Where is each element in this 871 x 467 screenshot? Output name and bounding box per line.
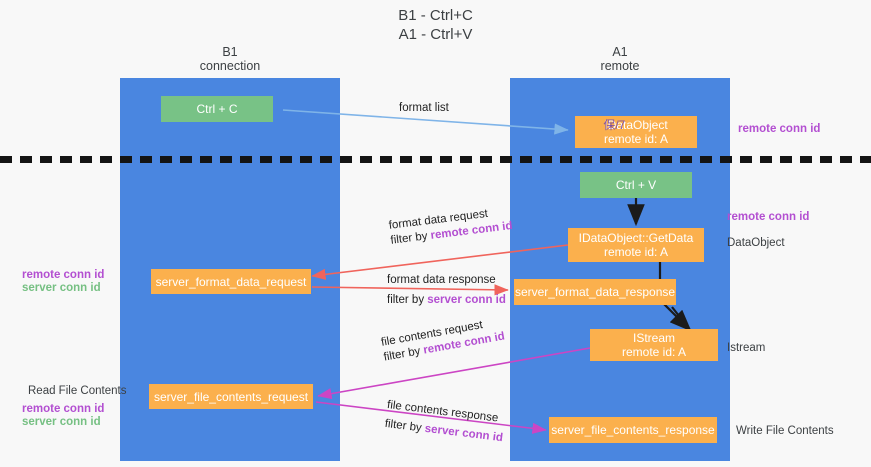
caption-format-list-line1: format list [399, 102, 449, 114]
column-header-a1: A1 remote [510, 45, 730, 73]
annotation-right-dataobject: DataObject [727, 237, 785, 249]
annotation-right-write-file-contents: Write File Contents [736, 425, 834, 437]
column-header-b1-line2: connection [199, 59, 261, 73]
box-server-format-data-response[interactable]: server_format_data_response [514, 279, 676, 305]
box-server-format-data-request[interactable]: server_format_data_request [151, 269, 311, 294]
arrow-file-contents-response [315, 401, 547, 434]
annotation-left-server-conn-id-2: server conn id [22, 416, 101, 428]
column-header-a1-line2: remote [600, 59, 640, 73]
box-server-format-data-request-label: server_format_data_request [155, 274, 307, 289]
box-istream-sub: remote id: A [621, 345, 687, 359]
box-idataobject-create[interactable]: IDataObject 保/7 remote id: A [575, 116, 697, 148]
box-server-file-contents-request-label: server_file_contents_request [153, 389, 309, 404]
phase-divider [0, 156, 871, 163]
arrow-format-data-response [311, 284, 509, 296]
annotation-left-remote-conn-id-1: remote conn id [22, 269, 105, 281]
box-ctrl-v-label: Ctrl + V [615, 178, 657, 192]
caption-format-data-response-prefix: filter by [387, 294, 428, 306]
box-ctrl-c[interactable]: Ctrl + C [161, 96, 273, 122]
box-idataobject-create-label-text: IDataObject [604, 118, 668, 132]
caption-format-data-response: format data response filter by server co… [387, 273, 506, 308]
annotation-right-remote-conn-id-2: remote conn id [727, 211, 810, 223]
column-header-b1: B1 connection [120, 45, 340, 73]
caption-format-data-response-line1: format data response [387, 274, 496, 286]
arrow-file-contents-request [317, 347, 591, 400]
box-getdata-label: IDataObject::GetData [578, 231, 694, 245]
annotation-left-remote-conn-id-2: remote conn id [22, 403, 105, 415]
column-header-a1-line1: A1 [612, 45, 628, 59]
caption-file-contents-response-prefix: filter by [384, 417, 426, 435]
box-idataobject-create-sub: remote id: A [603, 132, 669, 146]
box-ctrl-v[interactable]: Ctrl + V [580, 172, 692, 198]
box-server-file-contents-response[interactable]: server_file_contents_response [549, 417, 717, 443]
caption-format-list: format list [399, 101, 449, 116]
arrow-format-list [282, 109, 569, 135]
title-line-2: A1 - Ctrl+V [398, 26, 473, 43]
annotation-right-remote-conn-id-1: remote conn id [738, 123, 821, 135]
annotation-left-read-file-contents: Read File Contents [28, 385, 127, 397]
box-idataobject-create-label: IDataObject 保/7 [603, 118, 668, 132]
box-getdata[interactable]: IDataObject::GetData remote id: A [568, 228, 704, 262]
box-istream[interactable]: IStream remote id: A [590, 329, 718, 361]
caption-format-data-response-key: server conn id [427, 294, 506, 306]
box-istream-label: IStream [632, 331, 675, 345]
box-idataobject-create-label-overlay: 保/7 [603, 118, 626, 132]
box-server-file-contents-request[interactable]: server_file_contents_request [149, 384, 313, 409]
title-line-1: B1 - Ctrl+C [398, 7, 473, 24]
caption-format-data-request-prefix: filter by [389, 229, 432, 247]
arrow-format-data-request [311, 244, 569, 280]
diagram-title: B1 - Ctrl+C A1 - Ctrl+V [0, 6, 871, 44]
box-server-format-data-response-label: server_format_data_response [514, 285, 676, 299]
caption-format-data-response-line2: filter by server conn id [387, 293, 506, 308]
box-ctrl-c-label: Ctrl + C [196, 102, 238, 116]
column-header-b1-line1: B1 [222, 45, 238, 59]
annotation-left-server-conn-id-1: server conn id [22, 282, 101, 294]
box-getdata-sub: remote id: A [603, 245, 669, 259]
box-server-file-contents-response-label: server_file_contents_response [551, 423, 715, 437]
annotation-right-istream: Istream [727, 342, 766, 354]
